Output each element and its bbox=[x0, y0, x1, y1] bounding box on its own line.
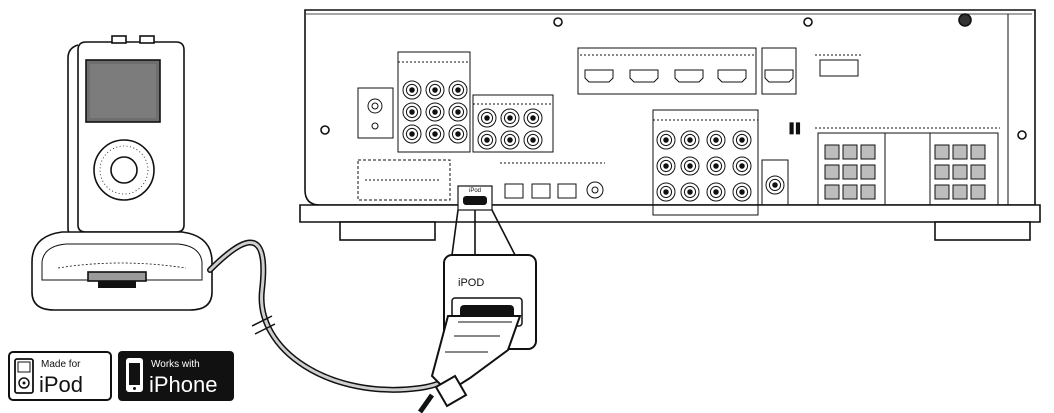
rca-jack bbox=[680, 182, 700, 202]
speaker-terminal bbox=[952, 184, 968, 200]
works-with-text: Works with bbox=[151, 359, 200, 370]
ipod-text: iPod bbox=[39, 372, 83, 397]
made-for-text: Made for bbox=[41, 359, 81, 370]
hdmi-port bbox=[584, 69, 614, 83]
speaker-terminal bbox=[934, 144, 950, 160]
port-callout: iPOD bbox=[417, 254, 537, 413]
rca-jack bbox=[402, 124, 422, 144]
callout-port-label: iPOD bbox=[458, 277, 484, 289]
rca-jack bbox=[706, 156, 726, 176]
speaker-terminals: ▌▌ bbox=[790, 122, 1000, 206]
speaker-terminal-group bbox=[824, 144, 986, 200]
hdmi-out-port bbox=[764, 69, 794, 83]
rca-jack bbox=[448, 102, 468, 122]
hdmi-port bbox=[629, 69, 659, 83]
hdmi-inputs bbox=[577, 47, 862, 95]
analog-jacks-middle bbox=[652, 109, 789, 216]
rca-jack bbox=[706, 130, 726, 150]
hdmi-port bbox=[717, 69, 747, 83]
rca-jack bbox=[656, 130, 676, 150]
hdmi-port bbox=[674, 69, 704, 83]
speaker-terminal bbox=[934, 184, 950, 200]
dock-connector-plug bbox=[417, 315, 522, 413]
rca-jack bbox=[523, 108, 543, 128]
rca-jack bbox=[500, 130, 520, 150]
rca-jack bbox=[500, 108, 520, 128]
speaker-terminal bbox=[970, 164, 986, 180]
rca-jack bbox=[706, 182, 726, 202]
speaker-terminal bbox=[970, 144, 986, 160]
works-with-iphone-badge: Works with iPhone bbox=[118, 351, 234, 401]
rca-jack bbox=[656, 182, 676, 202]
speaker-terminal bbox=[860, 164, 876, 180]
speaker-terminal bbox=[824, 184, 840, 200]
receiver-cable bbox=[451, 209, 516, 256]
iphone-text: iPhone bbox=[149, 372, 218, 397]
dock-cable bbox=[207, 239, 453, 393]
rca-jack bbox=[732, 130, 752, 150]
iphone-icon bbox=[126, 358, 143, 392]
ipod-dock bbox=[31, 231, 213, 311]
rca-jack bbox=[402, 80, 422, 100]
rca-jack bbox=[425, 124, 445, 144]
speaker-terminal bbox=[824, 164, 840, 180]
rca-jack-group bbox=[402, 80, 543, 150]
made-for-ipod-badge: Made for iPod bbox=[8, 351, 112, 401]
rca-jack bbox=[523, 130, 543, 150]
rca-jack bbox=[732, 182, 752, 202]
speaker-terminal bbox=[952, 164, 968, 180]
usb-ports bbox=[504, 181, 604, 199]
speaker-terminal bbox=[934, 164, 950, 180]
rca-jack bbox=[656, 156, 676, 176]
rca-jack bbox=[680, 156, 700, 176]
speaker-terminal bbox=[970, 184, 986, 200]
rca-jack bbox=[448, 124, 468, 144]
rca-jack bbox=[425, 80, 445, 100]
speaker-terminal bbox=[842, 164, 858, 180]
svg-text:▌▌: ▌▌ bbox=[790, 122, 803, 134]
ipod-icon bbox=[14, 358, 34, 394]
rca-jack bbox=[425, 102, 445, 122]
ipod-port-receiver: iPod bbox=[457, 185, 493, 211]
rca-jack bbox=[477, 130, 497, 150]
ipod-port-label: iPod bbox=[469, 188, 481, 194]
lower-left-panel bbox=[357, 159, 605, 201]
speaker-terminal bbox=[842, 144, 858, 160]
ipod-device bbox=[67, 35, 185, 238]
rca-jack bbox=[477, 108, 497, 128]
speaker-terminal bbox=[842, 184, 858, 200]
analog-jacks-left bbox=[357, 51, 554, 153]
rca-jack-group bbox=[656, 130, 785, 202]
rca-jack bbox=[448, 80, 468, 100]
speaker-terminal bbox=[952, 144, 968, 160]
speaker-terminal bbox=[824, 144, 840, 160]
rca-jack bbox=[402, 102, 422, 122]
speaker-terminal bbox=[860, 144, 876, 160]
rca-jack bbox=[732, 156, 752, 176]
rca-jack bbox=[765, 175, 785, 195]
rca-jack bbox=[680, 130, 700, 150]
speaker-terminal bbox=[860, 184, 876, 200]
